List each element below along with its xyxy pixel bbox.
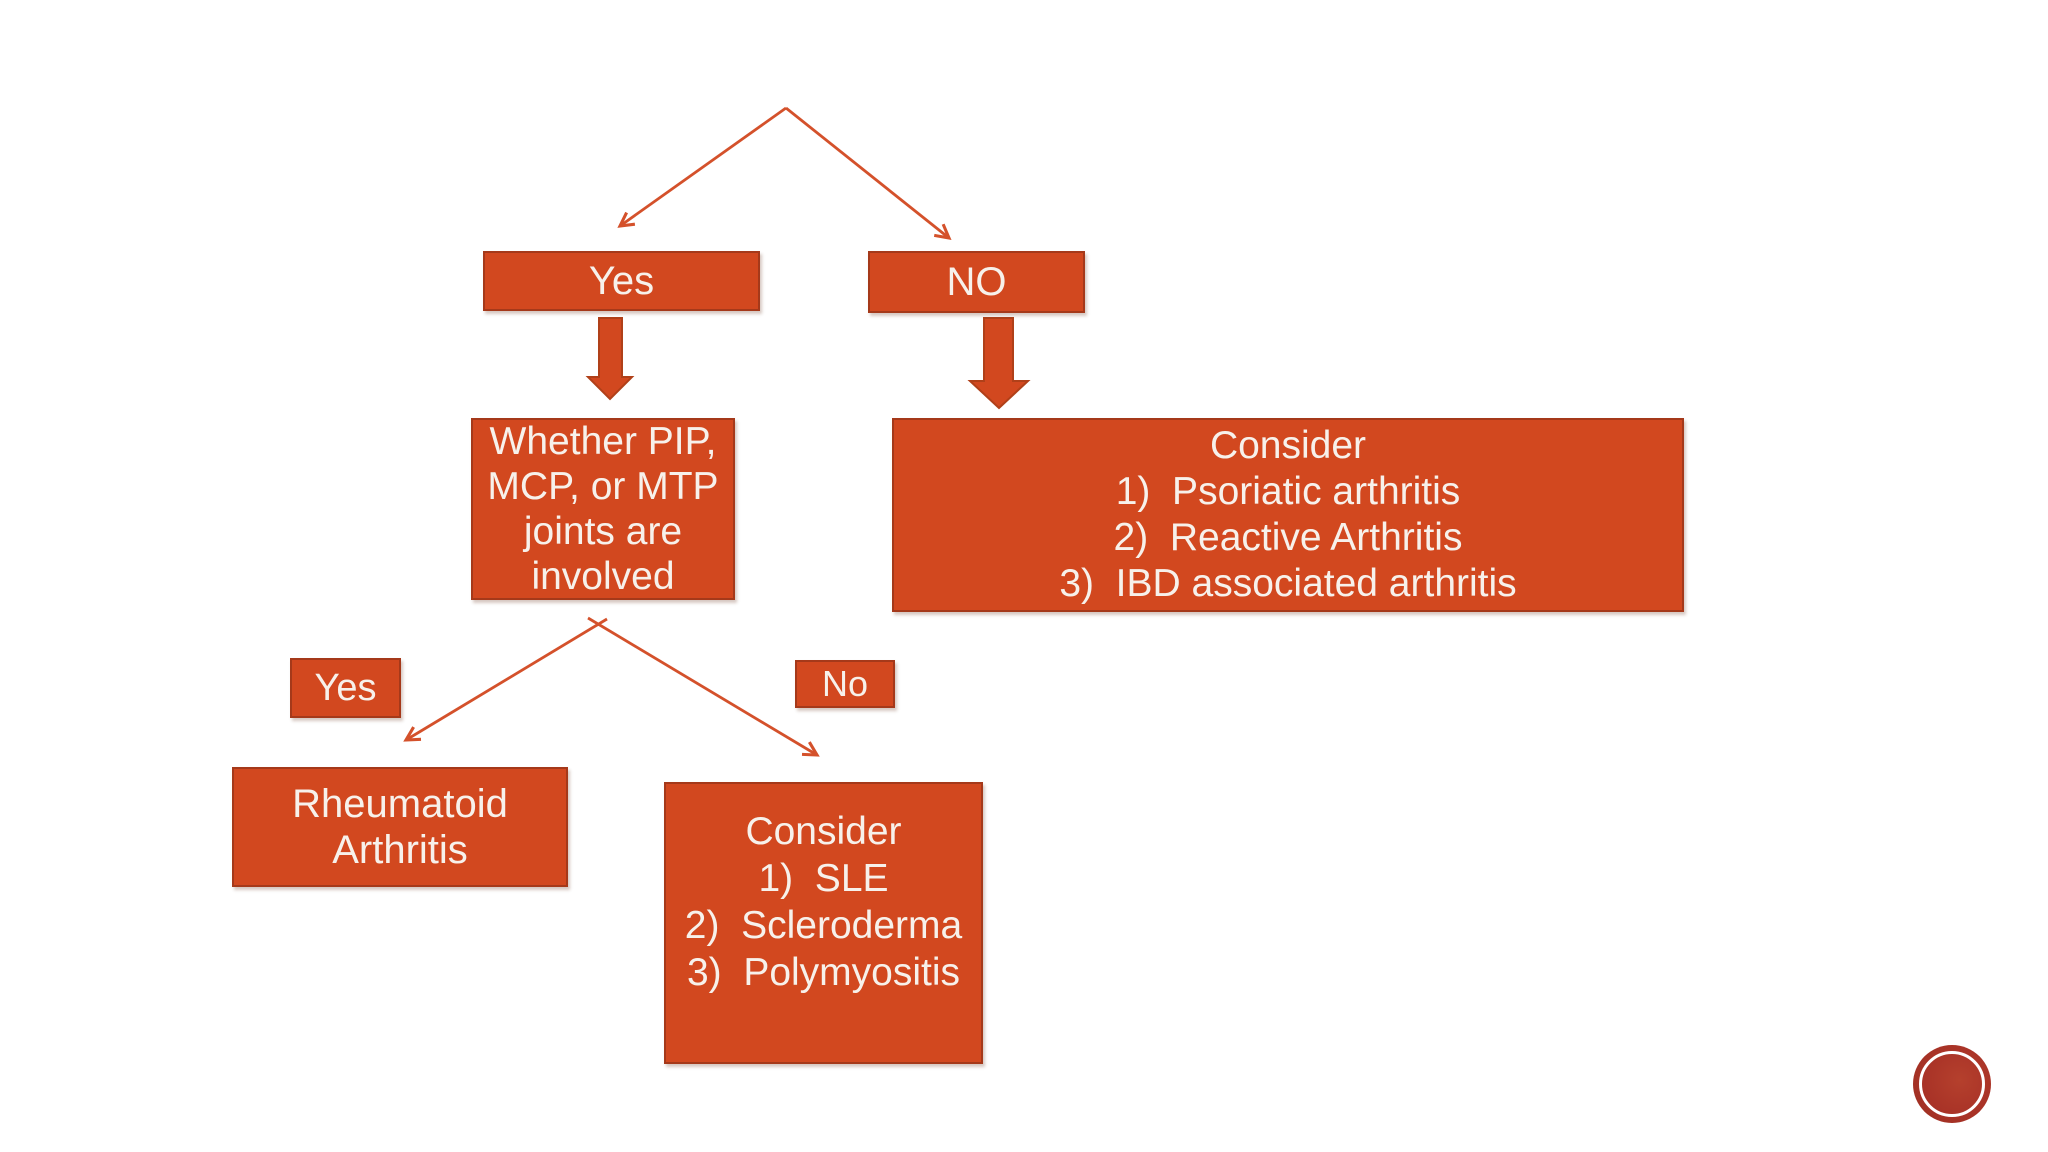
branch-no-label: NO (946, 259, 1007, 304)
lower-arrow-right-icon (587, 616, 820, 757)
lower-branch-no-label: No (821, 663, 869, 705)
consider-title: Consider (1209, 424, 1367, 467)
lower-branch-yes-box: Yes (290, 658, 401, 718)
consider-item: 2) Reactive Arthritis (1113, 516, 1463, 559)
question-line: involved (531, 555, 675, 598)
question-line: MCP, or MTP (487, 465, 719, 508)
seal-stamp-icon (1913, 1045, 1991, 1123)
branch-yes-label: Yes (588, 258, 655, 303)
consider-ctd-box: Consider 1) SLE 2) Scleroderma 3) Polymy… (664, 782, 983, 1064)
lower-branch-no-box: No (795, 660, 895, 708)
question-line: joints are (523, 510, 683, 553)
rheumatoid-line: Arthritis (332, 828, 468, 872)
consider-item: 2) Scleroderma (684, 904, 963, 947)
lower-branch-yes-label: Yes (314, 666, 377, 709)
branch-yes-box: Yes (483, 251, 760, 311)
consider-item: 1) SLE (758, 857, 889, 900)
question-line: Whether PIP, (489, 420, 717, 463)
down-block-arrow-left-icon (585, 317, 635, 401)
seal-stamp-ring (1919, 1051, 1985, 1117)
consider-title: Consider (745, 810, 902, 853)
split-arrow-left-icon (617, 106, 787, 228)
consider-item: 3) IBD associated arthritis (1059, 562, 1517, 605)
rheumatoid-line: Rheumatoid (292, 782, 508, 826)
consider-item: 3) Polymyositis (686, 951, 961, 994)
down-block-arrow-right-icon (967, 317, 1031, 410)
lower-arrow-left-icon (403, 617, 608, 742)
branch-no-box: NO (868, 251, 1085, 313)
split-arrow-right-icon (785, 106, 952, 241)
question-joints-box: Whether PIP, MCP, or MTP joints are invo… (471, 418, 735, 600)
consider-seronegative-box: Consider 1) Psoriatic arthritis 2) React… (892, 418, 1684, 612)
consider-item: 1) Psoriatic arthritis (1115, 470, 1461, 513)
rheumatoid-arthritis-box: Rheumatoid Arthritis (232, 767, 568, 887)
